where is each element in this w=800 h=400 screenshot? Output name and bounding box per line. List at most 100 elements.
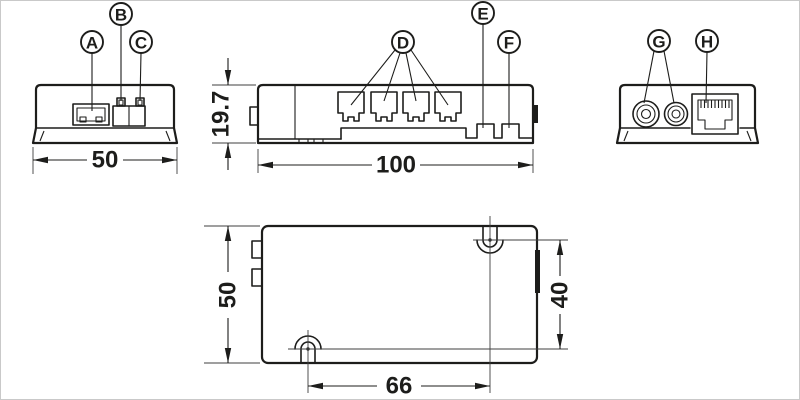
jack2-pin: [671, 109, 681, 119]
extension-lines: [212, 84, 256, 144]
dimension-front-width: 100: [257, 149, 534, 179]
rj45-socket: [691, 93, 739, 135]
callout-a-circle: [80, 30, 104, 54]
callout-h-circle: [695, 29, 719, 53]
callout-d: D: [391, 30, 415, 54]
callout-b: B: [109, 2, 133, 26]
top-view-left-tab-1: [251, 240, 263, 259]
dimension-value-50-depth: 50: [215, 282, 242, 309]
usb-port: [72, 103, 110, 126]
top-view: 50 40 66: [204, 216, 574, 400]
top-view-body-outline: [260, 224, 539, 365]
jack2-outer-ring: [663, 101, 689, 127]
arrowhead-top: [224, 226, 232, 241]
side-view-left: 50: [31, 83, 179, 174]
terminal-blocks: [112, 97, 146, 127]
dimension-top-depth: 50: [204, 225, 260, 364]
dimension-value-100: 100: [376, 152, 416, 179]
front-view: 19.7 100: [208, 58, 538, 179]
leader-c: [139, 52, 142, 102]
dimension-value-50: 50: [92, 147, 119, 174]
jack1-pin: [640, 108, 652, 120]
callout-d-circle: [391, 30, 415, 54]
top-view-right-tab: [535, 250, 540, 293]
arrowhead-left: [258, 161, 273, 169]
callout-a-letter: A: [86, 33, 98, 52]
callout-e-letter: E: [477, 4, 488, 23]
callout-h: H: [695, 29, 719, 53]
callout-b-letter: B: [115, 5, 127, 24]
callout-h-letter: H: [701, 32, 713, 51]
arrowhead-right: [518, 161, 533, 169]
front-bottom-profile-switches: [340, 123, 534, 140]
barrel-jack-1: [632, 100, 660, 128]
callout-balloons: A B C D E F G H: [80, 1, 719, 54]
usb-port-outer: [72, 103, 110, 126]
callout-e: E: [471, 1, 495, 25]
left-view-body-outline: [31, 83, 179, 145]
top-view-left-tab-2: [251, 268, 263, 287]
connector-sockets: [337, 91, 462, 122]
leader-d-fan: [350, 49, 449, 106]
callout-e-circle: [471, 1, 495, 25]
callout-f-circle: [497, 30, 521, 54]
jack2-mid-ring: [667, 105, 685, 123]
arrowhead-bottom: [224, 348, 232, 363]
front-view-body-outline: [256, 83, 535, 145]
dimension-value-40: 40: [547, 282, 574, 309]
rj45-pins: [700, 100, 730, 108]
arrowhead-top: [556, 240, 564, 255]
front-foot-left: [298, 138, 309, 144]
rj45-outer: [691, 93, 739, 135]
side-view-right: [615, 83, 760, 145]
arrowhead-left: [308, 382, 323, 390]
front-left-tab: [249, 106, 259, 126]
arrowhead-right: [475, 382, 490, 390]
callout-d-letter: D: [397, 33, 409, 52]
arrowhead-right: [162, 156, 177, 164]
arrowhead-top: [224, 70, 232, 85]
front-foot-right: [313, 138, 324, 144]
leader-h: [705, 51, 708, 104]
extension-lines: [257, 149, 534, 173]
callout-c: C: [129, 30, 153, 54]
barrel-jack-2: [663, 101, 689, 127]
socket-3: [402, 91, 430, 122]
dimension-front-height: 19.7: [208, 58, 256, 170]
dimension-hole-spacing-x: 66: [308, 373, 490, 400]
callout-g: G: [647, 29, 671, 53]
extension-lines: [204, 225, 260, 364]
callout-b-circle: [109, 2, 133, 26]
usb-port-inner: [76, 107, 106, 122]
socket-2: [370, 91, 398, 122]
callout-g-circle: [647, 29, 671, 53]
jack1-mid-ring: [636, 104, 656, 124]
jack1-outer-ring: [632, 100, 660, 128]
socket-4: [434, 91, 462, 122]
leader-g-fan: [643, 50, 675, 104]
usb-contact-left: [79, 116, 87, 123]
callout-f-letter: F: [504, 33, 514, 52]
arrowhead-left: [33, 156, 48, 164]
right-view-body-outline: [615, 83, 760, 145]
callout-leaders: [91, 24, 708, 128]
arrowhead-bottom: [556, 334, 564, 349]
rj45-inner-cavity: [697, 99, 733, 130]
dimension-value-66: 66: [386, 373, 413, 400]
callout-a: A: [80, 30, 104, 54]
callout-c-circle: [129, 30, 153, 54]
dimension-value-19-7: 19.7: [208, 91, 235, 138]
dimension-side-width: 50: [32, 147, 178, 174]
usb-contact-right: [95, 116, 103, 123]
callout-f: F: [497, 30, 521, 54]
front-right-tab: [533, 105, 538, 123]
arrowhead-bottom: [224, 143, 232, 158]
callout-c-letter: C: [135, 33, 147, 52]
dimension-hole-spacing-y: 40: [547, 240, 574, 349]
socket-1: [337, 91, 365, 122]
right-view-corner-notches: [623, 130, 752, 142]
callout-g-letter: G: [652, 32, 665, 51]
